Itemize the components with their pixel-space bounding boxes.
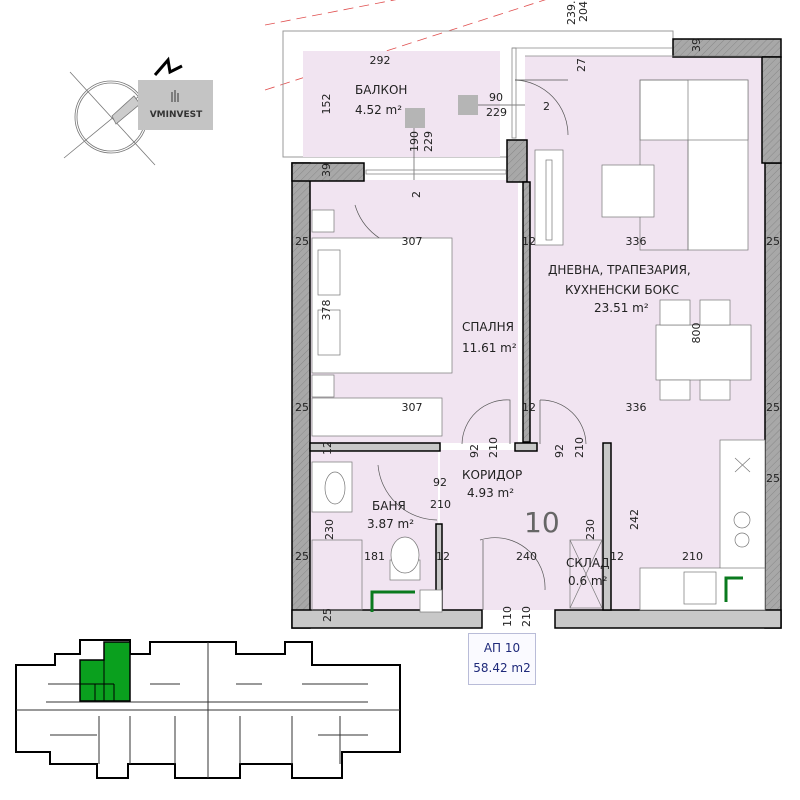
svg-text:12: 12 <box>610 550 624 563</box>
svg-text:12: 12 <box>436 550 450 563</box>
living-name: ДНЕВНА, ТРАПЕЗАРИЯ, <box>548 263 691 277</box>
walls <box>291 38 782 629</box>
svg-text:27: 27 <box>575 58 588 72</box>
svg-text:239.5: 239.5 <box>565 0 578 25</box>
living-area: 23.51 m² <box>594 301 649 315</box>
apartment-label: АП 10 <box>483 641 521 655</box>
svg-text:25: 25 <box>766 401 780 414</box>
svg-text:39: 39 <box>690 38 703 52</box>
apartment-label-box: АП 10 58.42 m2 <box>468 633 536 685</box>
corridor-area: 4.93 m² <box>467 486 514 500</box>
svg-text:25: 25 <box>321 608 334 622</box>
svg-text:242: 242 <box>628 509 641 530</box>
svg-text:210: 210 <box>430 498 451 511</box>
tv-unit-icon <box>534 149 564 246</box>
svg-text:229: 229 <box>486 106 507 119</box>
door-swings <box>354 79 587 610</box>
svg-text:181: 181 <box>364 550 385 563</box>
drain-icon <box>405 108 425 128</box>
svg-text:90: 90 <box>489 91 503 104</box>
installation-shaft <box>370 576 743 612</box>
coffee-table-icon <box>601 164 655 218</box>
svg-text:190: 190 <box>408 131 421 152</box>
svg-text:210: 210 <box>487 437 500 458</box>
svg-text:336: 336 <box>626 235 647 248</box>
living-name-2: КУХНЕНСКИ БОКС <box>565 283 679 297</box>
svg-text:25: 25 <box>295 235 309 248</box>
svg-text:210: 210 <box>682 550 703 563</box>
bedroom-name: СПАЛНЯ <box>462 320 514 334</box>
windows <box>365 47 762 175</box>
svg-text:210: 210 <box>520 606 533 627</box>
svg-text:152: 152 <box>320 94 333 115</box>
vminvest-logo: VMINVEST <box>138 80 213 130</box>
svg-text:110: 110 <box>501 606 514 627</box>
svg-text:800: 800 <box>690 323 703 344</box>
balcony-area: 4.52 m² <box>355 103 402 117</box>
svg-text:2: 2 <box>410 191 423 198</box>
dimension-labels: 292 152 239.5 204 90 229 2 190 229 2 27 … <box>295 0 780 627</box>
svg-text:25: 25 <box>766 235 780 248</box>
svg-text:336: 336 <box>626 401 647 414</box>
corridor <box>440 450 600 610</box>
apartment-total-area: 58.42 m2 <box>473 661 531 675</box>
washbasin-icon <box>311 461 353 513</box>
dining-table-icon <box>655 299 752 401</box>
corridor-name: КОРИДОР <box>462 468 522 482</box>
building-key-plan <box>15 639 401 779</box>
svg-text:VMINVEST: VMINVEST <box>150 110 203 120</box>
svg-text:210: 210 <box>573 437 586 458</box>
storage-area: 0.6 m² <box>568 574 608 588</box>
svg-text:307: 307 <box>402 401 423 414</box>
wardrobe-icon <box>311 397 443 437</box>
kitchen-counter-icon <box>639 439 766 611</box>
svg-text:378: 378 <box>320 300 333 321</box>
svg-text:229: 229 <box>422 131 435 152</box>
svg-text:92: 92 <box>553 444 566 458</box>
bed-icon <box>311 209 453 398</box>
svg-text:204: 204 <box>577 1 590 22</box>
toilet-icon <box>389 536 421 581</box>
svg-text:307: 307 <box>402 235 423 248</box>
apartment-number: 10 <box>524 506 560 539</box>
bathroom-name: БАНЯ <box>372 499 406 513</box>
svg-text:39: 39 <box>320 163 333 177</box>
svg-text:230: 230 <box>584 519 597 540</box>
svg-text:2: 2 <box>543 100 550 113</box>
svg-text:240: 240 <box>516 550 537 563</box>
svg-text:12: 12 <box>522 401 536 414</box>
svg-text:292: 292 <box>370 54 391 67</box>
svg-text:12: 12 <box>522 235 536 248</box>
svg-text:92: 92 <box>468 444 481 458</box>
drain-icon <box>458 95 478 115</box>
storage-name: СКЛАД <box>566 556 610 570</box>
balcony-name: БАЛКОН <box>355 83 407 97</box>
svg-text:230: 230 <box>323 519 336 540</box>
svg-text:25: 25 <box>295 401 309 414</box>
washing-machine-icon <box>419 589 443 613</box>
shower-icon <box>311 539 363 611</box>
svg-text:25: 25 <box>295 550 309 563</box>
bathroom-area: 3.87 m² <box>367 517 414 531</box>
svg-text:12: 12 <box>321 441 334 455</box>
svg-text:25: 25 <box>766 472 780 485</box>
storage-shelf-icon <box>569 539 603 609</box>
svg-text:92: 92 <box>433 476 447 489</box>
sofa-icon <box>639 79 749 251</box>
bedroom-area: 11.61 m² <box>462 341 517 355</box>
